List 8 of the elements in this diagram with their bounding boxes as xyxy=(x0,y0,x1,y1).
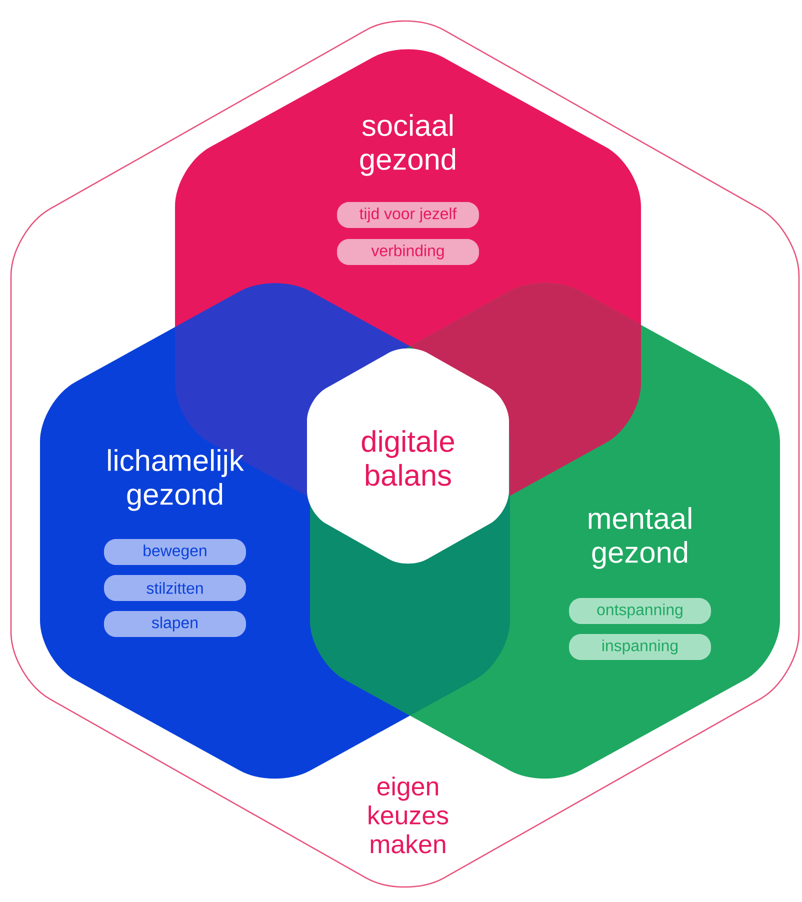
pill-label: bewegen xyxy=(104,539,246,565)
pill-label: ontspanning xyxy=(569,598,711,624)
pill-label: slapen xyxy=(104,611,246,637)
pill-label: tijd voor jezelf xyxy=(337,202,479,228)
pill-label: inspanning xyxy=(569,634,711,660)
pill-label: stilzitten xyxy=(104,575,246,601)
pill-label: verbinding xyxy=(337,239,479,265)
hexagon: digitale balans xyxy=(307,348,509,564)
